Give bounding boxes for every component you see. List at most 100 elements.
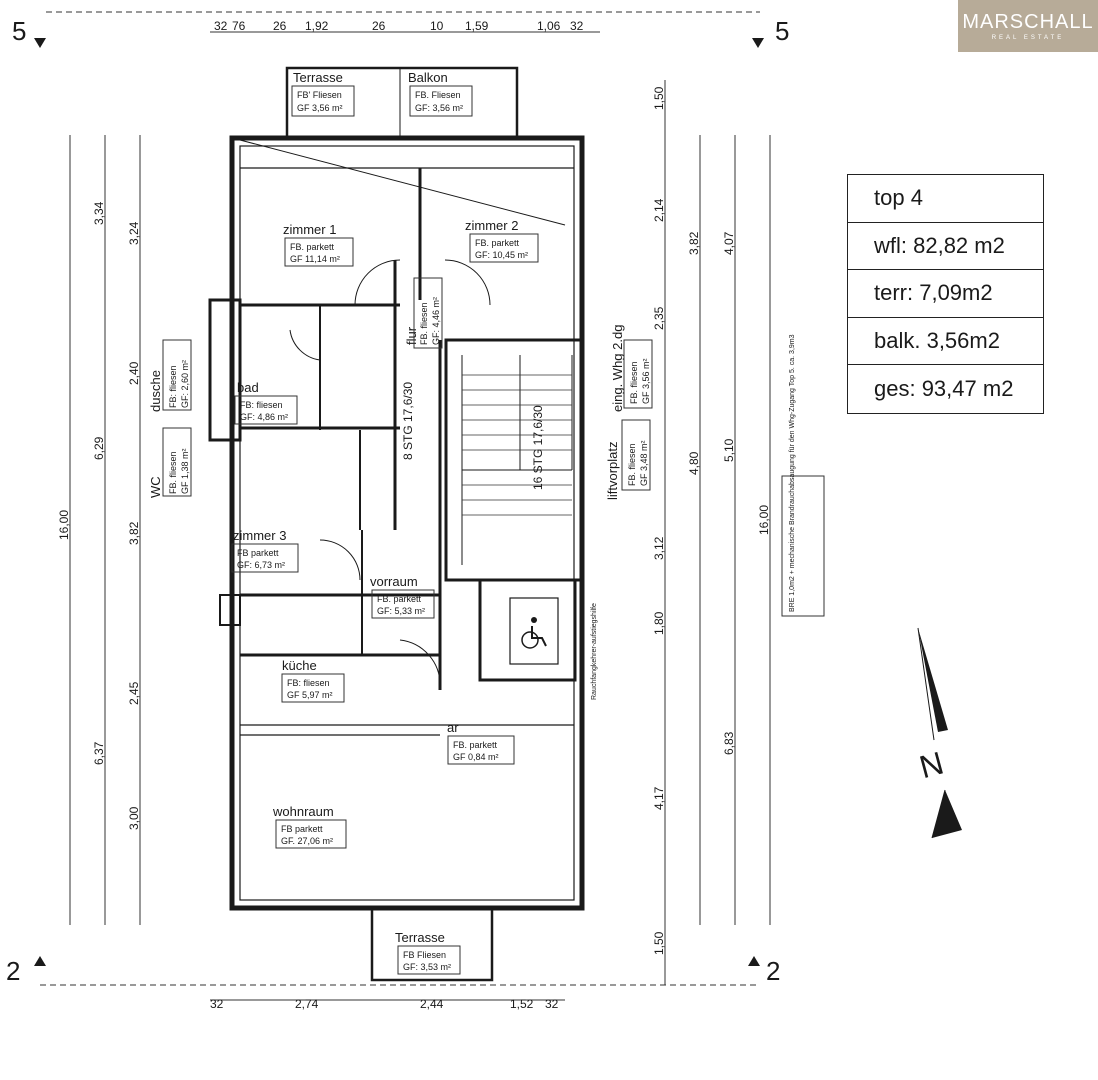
svg-text:bad: bad	[237, 380, 259, 395]
area-row-ges: ges: 93,47 m2	[874, 375, 1014, 401]
svg-text:2: 2	[6, 956, 20, 986]
svg-text:GF 11,14 m²: GF 11,14 m²	[290, 254, 340, 264]
svg-text:3,00: 3,00	[127, 806, 141, 830]
room-zimmer-1: zimmer 1 FB. parkett GF 11,14 m²	[283, 222, 354, 267]
svg-text:GF. 27,06 m²: GF. 27,06 m²	[281, 836, 333, 846]
svg-text:1,50: 1,50	[652, 86, 666, 110]
svg-text:10: 10	[430, 19, 444, 33]
svg-text:FB: fliesen: FB: fliesen	[240, 400, 283, 410]
svg-text:GF 3,56 m²: GF 3,56 m²	[297, 103, 343, 113]
svg-text:16,00: 16,00	[757, 505, 771, 535]
svg-text:ar: ar	[447, 720, 459, 735]
svg-text:32: 32	[214, 19, 228, 33]
area-row-wfl: wfl: 82,82 m2	[848, 223, 1043, 270]
svg-text:liftvorplatz: liftvorplatz	[605, 441, 620, 500]
stair-treads	[462, 374, 572, 516]
svg-text:vorraum: vorraum	[370, 574, 418, 589]
brandrauch-note: BRE 1,0m2 + mechanische Brandrauchabsaug…	[781, 334, 825, 617]
svg-text:FB parkett: FB parkett	[237, 548, 279, 558]
room-kueche: küche FB: fliesen GF 5,97 m²	[281, 658, 345, 703]
svg-text:6,37: 6,37	[92, 741, 106, 765]
svg-text:GF: 3,56 m²: GF: 3,56 m²	[415, 103, 463, 113]
logo-subtitle: REAL ESTATE	[991, 34, 1065, 41]
svg-text:4,07: 4,07	[722, 231, 736, 255]
area-row-balk: balk. 3,56m2	[848, 318, 1043, 365]
svg-text:WC: WC	[148, 476, 163, 498]
svg-text:GF 1,38 m²: GF 1,38 m²	[180, 448, 190, 494]
svg-text:32: 32	[545, 997, 559, 1011]
svg-text:FB' Fliesen: FB' Fliesen	[297, 90, 342, 100]
svg-text:N: N	[916, 745, 948, 786]
svg-text:2,35: 2,35	[652, 306, 666, 330]
svg-text:76: 76	[232, 19, 246, 33]
svg-text:3,34: 3,34	[92, 201, 106, 225]
room-liftvorplatz: liftvorplatz FB. fliesen GF 3,48 m²	[605, 419, 651, 500]
dimension-top: 32 76 26 1,92 26 10 1,59 1,06 32	[210, 19, 600, 33]
svg-text:FB. parkett: FB. parkett	[475, 238, 520, 248]
section-mark-bottom-left: 2	[6, 956, 46, 986]
svg-text:flur: flur	[404, 326, 419, 345]
svg-text:32: 32	[210, 997, 224, 1011]
dimension-left: 16,00 6,29 6,37 3,34 3,24 2,40 3,82 2,45…	[57, 135, 141, 925]
svg-text:1,59: 1,59	[465, 19, 489, 33]
svg-text:2: 2	[766, 956, 780, 986]
area-row-top: top 4	[848, 175, 1043, 223]
svg-text:1,92: 1,92	[305, 19, 329, 33]
svg-text:wohnraum: wohnraum	[272, 804, 334, 819]
area-row-terr: terr: 7,09m2	[848, 270, 1043, 318]
svg-text:4,17: 4,17	[652, 786, 666, 810]
svg-text:3,24: 3,24	[127, 221, 141, 245]
svg-text:GF: 2,60 m²: GF: 2,60 m²	[180, 360, 190, 408]
svg-text:5: 5	[12, 16, 26, 46]
svg-text:FB. fliesen: FB. fliesen	[419, 302, 429, 345]
svg-text:FB Fliesen: FB Fliesen	[403, 950, 446, 960]
svg-text:zimmer 2: zimmer 2	[465, 218, 518, 233]
svg-text:16,00: 16,00	[57, 510, 71, 540]
svg-text:1,50: 1,50	[652, 931, 666, 955]
svg-text:2,44: 2,44	[420, 997, 444, 1011]
svg-text:GF 0,84 m²: GF 0,84 m²	[453, 752, 499, 762]
svg-text:Terrasse: Terrasse	[293, 70, 343, 85]
logo-name: MARSCHALL	[962, 10, 1094, 33]
svg-text:FB. Fliesen: FB. Fliesen	[415, 90, 461, 100]
svg-text:BRE 1,0m2 + mechanische Brandr: BRE 1,0m2 + mechanische Brandrauchabsaug…	[789, 334, 796, 612]
svg-text:Balkon: Balkon	[408, 70, 448, 85]
svg-text:FB. fliesen: FB. fliesen	[168, 451, 178, 494]
svg-text:5,10: 5,10	[722, 438, 736, 462]
svg-text:6,83: 6,83	[722, 731, 736, 755]
north-arrow-icon: N	[916, 627, 962, 839]
svg-text:eing. Whg 2.dg: eing. Whg 2.dg	[610, 325, 625, 412]
svg-text:GF: 10,45 m²: GF: 10,45 m²	[475, 250, 528, 260]
svg-text:2,74: 2,74	[295, 997, 319, 1011]
svg-text:26: 26	[372, 19, 386, 33]
svg-text:GF: 4,46 m²: GF: 4,46 m²	[431, 297, 441, 345]
room-wohnraum: wohnraum FB parkett GF. 27,06 m²	[272, 804, 347, 849]
svg-text:1,80: 1,80	[652, 611, 666, 635]
svg-text:Terrasse: Terrasse	[395, 930, 445, 945]
svg-text:1,52: 1,52	[510, 997, 534, 1011]
svg-text:GF: 5,33 m²: GF: 5,33 m²	[377, 606, 425, 616]
svg-text:FB. parkett: FB. parkett	[453, 740, 498, 750]
room-eingang-whg: eing. Whg 2.dg FB. fliesen GF 3,56 m²	[610, 325, 653, 412]
svg-text:6,29: 6,29	[92, 436, 106, 460]
svg-text:FB parkett: FB parkett	[281, 824, 323, 834]
svg-text:GF 5,97 m²: GF 5,97 m²	[287, 690, 333, 700]
room-wc: WC FB. fliesen GF 1,38 m²	[148, 427, 192, 498]
room-ar: ar FB. parkett GF 0,84 m²	[447, 720, 515, 765]
room-vorraum: vorraum FB. parkett GF: 5,33 m²	[370, 574, 435, 619]
room-terrasse-top: Terrasse FB' Fliesen GF 3,56 m²	[291, 70, 355, 117]
svg-text:4,80: 4,80	[687, 451, 701, 475]
section-mark-top-left: 5	[12, 16, 46, 48]
svg-text:küche: küche	[282, 658, 317, 673]
svg-text:FB: fliesen: FB: fliesen	[287, 678, 330, 688]
svg-text:GF: 4,86 m²: GF: 4,86 m²	[240, 412, 288, 422]
room-bad: bad FB: fliesen GF: 4,86 m²	[234, 380, 298, 425]
svg-text:GF 3,56 m²: GF 3,56 m²	[641, 358, 651, 404]
dimension-bottom: 32 2,74 2,44 1,52 32	[210, 997, 565, 1011]
svg-text:FB: fliesen: FB: fliesen	[168, 365, 178, 408]
svg-text:3,82: 3,82	[687, 231, 701, 255]
svg-text:3,12: 3,12	[652, 536, 666, 560]
svg-text:GF: 3,53 m²: GF: 3,53 m²	[403, 962, 451, 972]
svg-text:2,45: 2,45	[127, 681, 141, 705]
